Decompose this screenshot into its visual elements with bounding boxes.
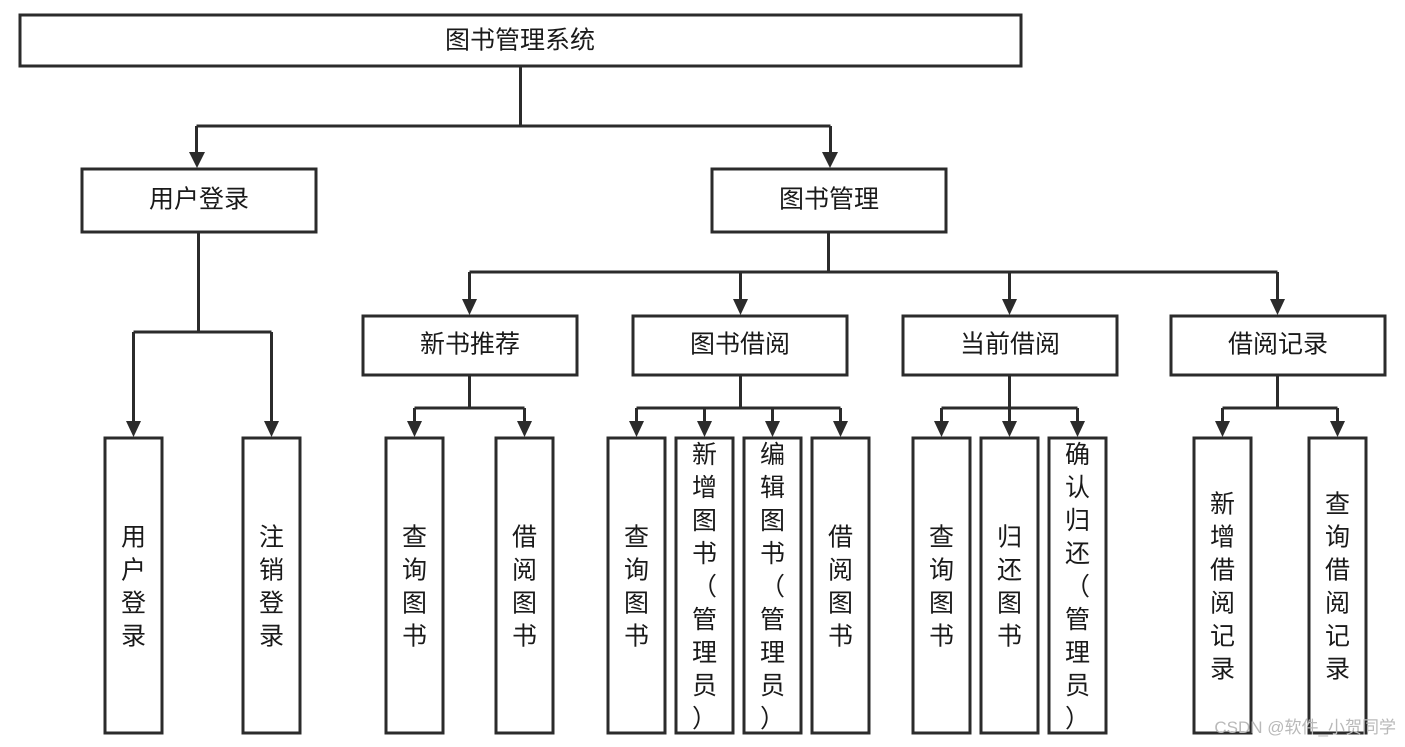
- connector-current-bus: [940, 375, 1079, 421]
- node-bookmgmt[interactable]: 图书管理: [710, 167, 948, 234]
- arrow-head-icon: [1002, 421, 1017, 437]
- arrow-head-icon: [1270, 299, 1285, 315]
- node-leaf-7-label: 编辑图书（管理员）: [760, 441, 785, 733]
- node-leaf-2[interactable]: 注销登录: [241, 436, 302, 735]
- node-borrow-label: 图书借阅: [690, 331, 790, 359]
- node-leaf-11-label: 确认归还（管理员）: [1065, 441, 1090, 733]
- node-leaf-10-box[interactable]: [979, 436, 1040, 735]
- arrow-head-icon: [1002, 299, 1017, 315]
- arrow-head-icon: [462, 299, 477, 315]
- node-leaf-5[interactable]: 查询图书: [606, 436, 667, 735]
- node-leaf-9-label: 查询图书: [929, 523, 954, 650]
- node-leaf-12[interactable]: 新增借阅记录: [1192, 436, 1253, 735]
- arrow-head-icon: [822, 152, 838, 168]
- csdn-watermark: CSDN @软件_小贺同学: [1214, 718, 1396, 737]
- arrow-head-icon: [407, 421, 422, 437]
- node-current-box[interactable]: [901, 314, 1119, 377]
- arrow-head-icon: [264, 421, 279, 437]
- node-leaf-4-box[interactable]: [494, 436, 555, 735]
- node-leaf-5-box[interactable]: [606, 436, 667, 735]
- node-bookmgmt-box[interactable]: [710, 167, 948, 234]
- node-leaf-10-label: 归还图书: [997, 523, 1022, 650]
- node-records-box[interactable]: [1169, 314, 1387, 377]
- node-records[interactable]: 借阅记录: [1169, 314, 1387, 377]
- node-leaf-1[interactable]: 用户登录: [103, 436, 164, 735]
- node-newbook-label: 新书推荐: [420, 331, 520, 359]
- node-leaf-7-box[interactable]: [742, 436, 803, 735]
- node-leaf-4-label: 借阅图书: [512, 523, 537, 650]
- node-leaf-9-box[interactable]: [911, 436, 972, 735]
- arrow-head-icon: [1070, 421, 1085, 437]
- node-leaf-8-box[interactable]: [810, 436, 871, 735]
- node-leaf-2-label: 注销登录: [259, 523, 284, 650]
- connector-borrow-bus: [635, 375, 842, 421]
- connector-root-bus: [195, 66, 832, 152]
- node-leaf-6-box[interactable]: [674, 436, 735, 735]
- node-bookmgmt-label: 图书管理: [779, 186, 879, 214]
- node-leaf-7[interactable]: 编辑图书（管理员）: [742, 436, 803, 735]
- node-leaf-4[interactable]: 借阅图书: [494, 436, 555, 735]
- node-leaf-3[interactable]: 查询图书: [384, 436, 445, 735]
- node-leaf-13-box[interactable]: [1307, 436, 1368, 735]
- node-root-label: 图书管理系统: [445, 27, 595, 55]
- node-leaf-3-label: 查询图书: [402, 523, 427, 650]
- node-leaf-6-label: 新增图书（管理员）: [692, 441, 717, 733]
- node-login-label: 用户登录: [149, 186, 249, 214]
- node-leaf-8[interactable]: 借阅图书: [810, 436, 871, 735]
- node-newbook-box[interactable]: [361, 314, 579, 377]
- node-leaf-1-box[interactable]: [103, 436, 164, 735]
- node-current-label: 当前借阅: [960, 331, 1060, 359]
- arrow-head-icon: [934, 421, 949, 437]
- connector-bookmgmt-bus: [468, 232, 1279, 299]
- arrow-head-icon: [1330, 421, 1345, 437]
- node-leaf-11-box[interactable]: [1047, 436, 1108, 735]
- arrow-head-icon: [1215, 421, 1230, 437]
- arrow-head-icon: [697, 421, 712, 437]
- node-root[interactable]: 图书管理系统: [18, 13, 1023, 68]
- arrow-head-icon: [833, 421, 848, 437]
- connector-newbook-bus: [413, 375, 526, 421]
- node-current[interactable]: 当前借阅: [901, 314, 1119, 377]
- node-leaf-10[interactable]: 归还图书: [979, 436, 1040, 735]
- node-login[interactable]: 用户登录: [80, 167, 318, 234]
- node-leaf-3-box[interactable]: [384, 436, 445, 735]
- node-leaf-2-box[interactable]: [241, 436, 302, 735]
- node-leaf-11[interactable]: 确认归还（管理员）: [1047, 436, 1108, 735]
- node-records-label: 借阅记录: [1228, 331, 1328, 359]
- connector-group: [132, 66, 1339, 421]
- arrow-head-icon: [517, 421, 532, 437]
- arrowhead-group: [126, 152, 1345, 437]
- node-leaf-9[interactable]: 查询图书: [911, 436, 972, 735]
- arrow-head-icon: [189, 152, 205, 168]
- arrow-head-icon: [733, 299, 748, 315]
- node-leaf-12-box[interactable]: [1192, 436, 1253, 735]
- connector-login-bus: [132, 232, 273, 421]
- node-leaf-6[interactable]: 新增图书（管理员）: [674, 436, 735, 735]
- node-leaf-13-label: 查询借阅记录: [1325, 490, 1350, 683]
- node-leaf-12-label: 新增借阅记录: [1210, 490, 1235, 683]
- node-borrow-box[interactable]: [631, 314, 849, 377]
- connector-records-bus: [1221, 375, 1339, 421]
- arrow-head-icon: [629, 421, 644, 437]
- node-borrow[interactable]: 图书借阅: [631, 314, 849, 377]
- node-login-box[interactable]: [80, 167, 318, 234]
- node-newbook[interactable]: 新书推荐: [361, 314, 579, 377]
- arrow-head-icon: [765, 421, 780, 437]
- node-leaf-13[interactable]: 查询借阅记录: [1307, 436, 1368, 735]
- node-leaf-8-label: 借阅图书: [828, 523, 853, 650]
- node-leaf-1-label: 用户登录: [121, 523, 146, 650]
- node-root-box[interactable]: [18, 13, 1023, 68]
- arrow-head-icon: [126, 421, 141, 437]
- node-leaf-5-label: 查询图书: [624, 523, 649, 650]
